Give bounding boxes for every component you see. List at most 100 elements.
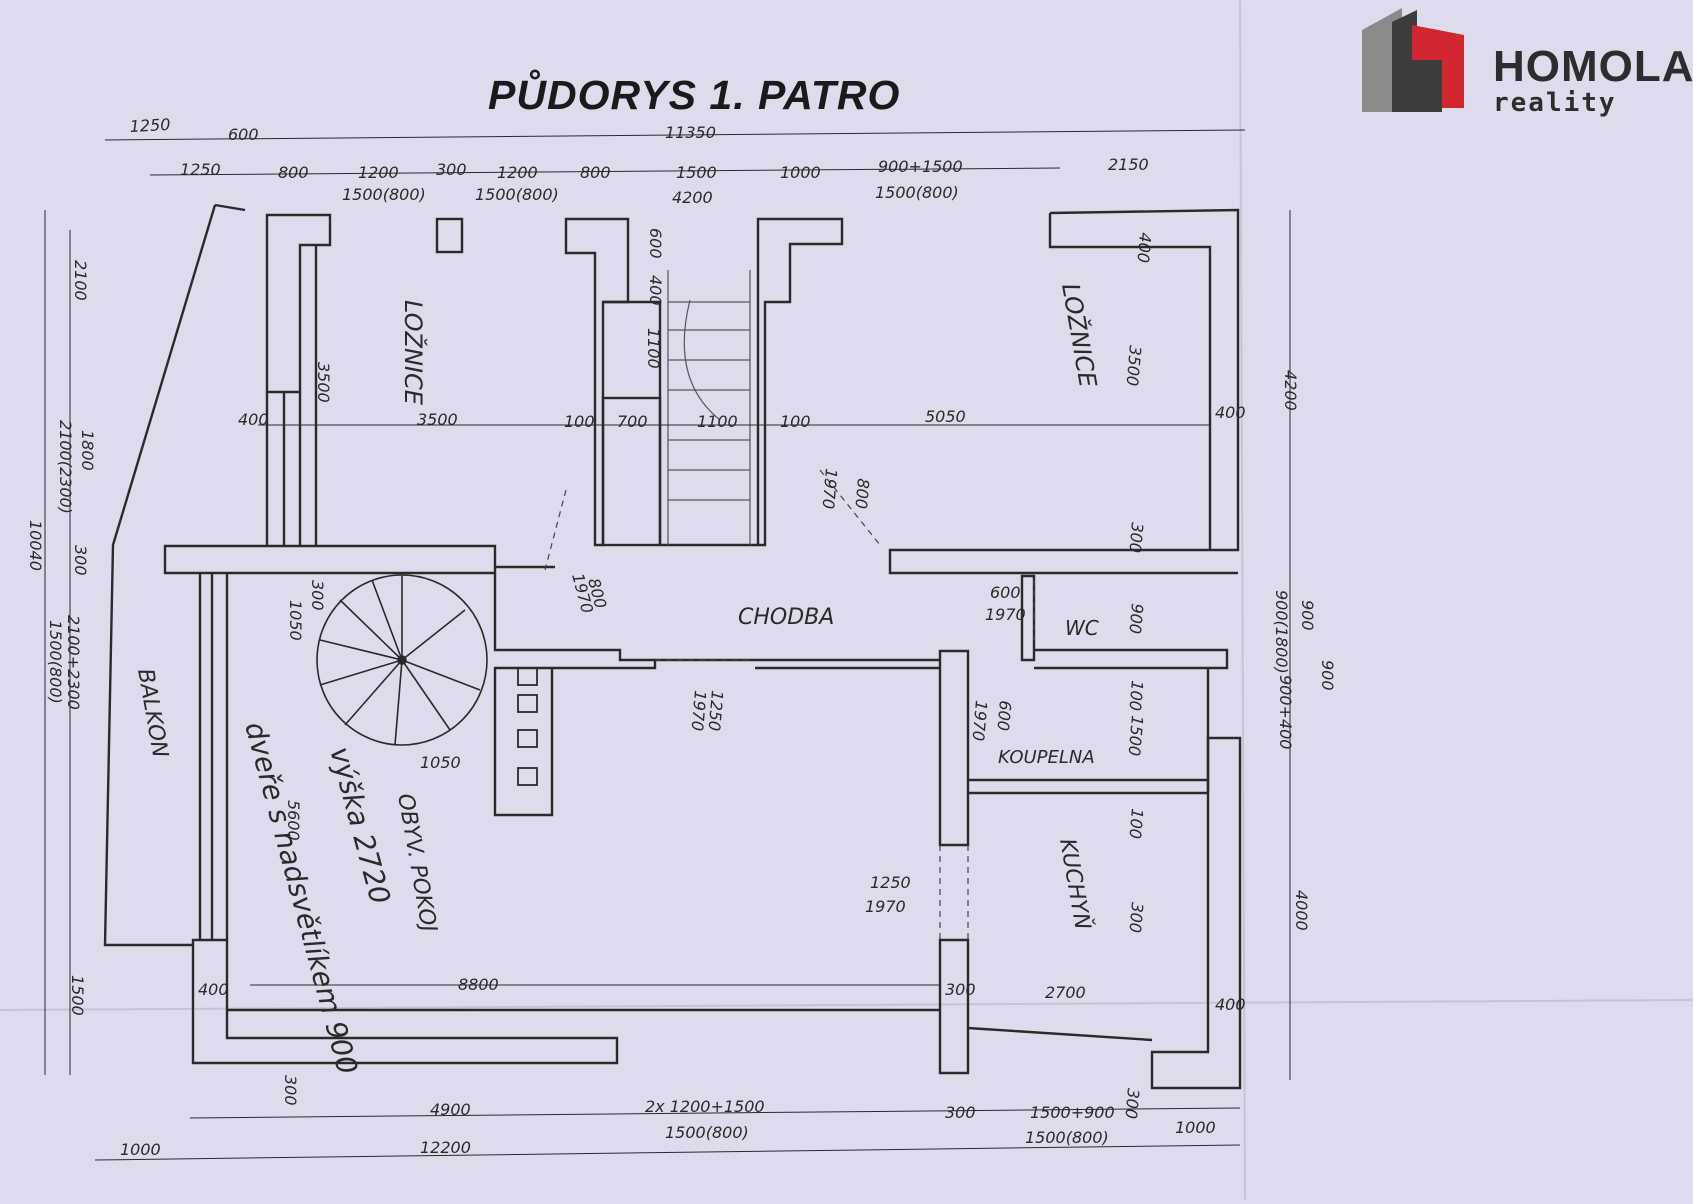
dim: 300	[281, 1075, 300, 1106]
dim: 1970	[968, 700, 990, 742]
room-label-bedroom-right: LOŽNICE	[1056, 281, 1103, 390]
dim: 1500(800)	[875, 183, 959, 202]
note-height: výška 2720	[323, 743, 397, 907]
dim: 1800	[78, 430, 97, 471]
dim: 400	[646, 275, 665, 306]
walls	[103, 203, 1242, 1090]
dim: 1250	[129, 115, 171, 136]
dim: 3500	[1122, 345, 1144, 387]
dim: 1970	[865, 897, 906, 916]
dim: 1500	[676, 163, 717, 182]
dim: 5050	[925, 407, 966, 426]
room-label-wc: WC	[1065, 616, 1099, 640]
straight-staircase	[667, 270, 751, 545]
dim: 1500(800)	[475, 185, 559, 204]
dimension-lines	[44, 129, 1291, 1161]
dim: 400	[1215, 995, 1246, 1014]
dim: 900+400	[1276, 675, 1295, 749]
dim: 2100+2300	[64, 615, 83, 710]
dim: 100	[780, 412, 811, 431]
dim: 1000	[1175, 1118, 1216, 1137]
room-label-kitchen: KUCHYŇ	[1054, 837, 1096, 932]
dim: 1500(800)	[665, 1123, 749, 1142]
dim: 100	[1125, 808, 1147, 840]
dim: 300	[1125, 902, 1147, 934]
dim: 2100(2300)	[56, 420, 75, 514]
dim: 600	[646, 228, 665, 259]
dim: 600	[990, 583, 1021, 602]
dim: 12200	[420, 1138, 471, 1157]
dim: 1500(800)	[342, 185, 426, 204]
dim: 300	[1125, 522, 1147, 554]
dim: 4900	[430, 1100, 471, 1119]
dim: 400	[238, 410, 269, 429]
room-labels: LOŽNICE LOŽNICE CHODBA WC KOUPELNA KUCHY…	[132, 281, 1103, 1078]
dim: 900	[1298, 600, 1317, 631]
dim: 900	[1125, 603, 1147, 635]
dim: 900(1800)	[1272, 590, 1291, 674]
dim: 100	[564, 412, 595, 431]
dim: 1200	[358, 163, 399, 182]
dim: 1970	[985, 605, 1026, 624]
dim: 300	[1121, 1088, 1143, 1120]
dim: 1500	[1124, 715, 1146, 757]
dim: 2x 1200+1500	[645, 1097, 765, 1116]
dim: 2700	[1045, 983, 1086, 1002]
spiral-staircase	[316, 574, 488, 746]
dim: 1250	[180, 160, 221, 179]
dim: 11350	[665, 123, 716, 142]
dim: 1100	[697, 412, 738, 431]
homola-logo-icon	[1362, 8, 1464, 112]
room-label-bedroom-left: LOŽNICE	[399, 300, 428, 406]
dim: 1500(800)	[46, 620, 65, 704]
dim: 300	[71, 545, 90, 576]
dim: 1250	[704, 690, 726, 732]
dim: 400	[1133, 232, 1155, 264]
dim: 1500	[68, 975, 87, 1016]
dim: 2100	[71, 260, 90, 301]
dim: 8800	[458, 975, 499, 994]
dim: 100	[1125, 680, 1147, 712]
room-label-bathroom: KOUPELNA	[998, 747, 1095, 768]
dim: 400	[198, 980, 229, 999]
dim: 300	[945, 980, 976, 999]
dim: 900+1500	[878, 157, 963, 176]
dim: 400	[1215, 403, 1246, 422]
dim: 4200	[672, 188, 713, 207]
dim: 3500	[314, 362, 333, 403]
dim: 800	[580, 163, 611, 182]
dim: 1050	[286, 600, 305, 641]
logo-sub: reality	[1493, 88, 1617, 118]
dim: 300	[945, 1103, 976, 1122]
dim: 1200	[497, 163, 538, 182]
page-title: PŮDORYS 1. PATRO	[488, 72, 901, 118]
dim: 3500	[417, 410, 458, 429]
dim: 5600	[284, 800, 303, 841]
dim: 1100	[644, 328, 663, 369]
dim: 1970	[818, 468, 840, 510]
dim: 1500(800)	[1025, 1128, 1109, 1147]
dim: 10040	[26, 520, 45, 571]
dim: 1250	[870, 873, 911, 892]
dim: 1050	[420, 753, 461, 772]
dimension-texts: 1250 600 11350 1250 800 1200 300 1200 80…	[26, 115, 1337, 1159]
dim: 700	[617, 412, 648, 431]
dim: 1970	[687, 690, 709, 732]
logo-name: HOMOLA	[1493, 42, 1693, 91]
room-label-living: OBYV. POKOJ	[392, 792, 441, 934]
dim: 300	[436, 160, 467, 179]
dim: 900	[1318, 660, 1337, 691]
dim: 800	[278, 163, 309, 182]
shelf-squares	[517, 667, 538, 786]
dim: 1000	[120, 1140, 161, 1159]
dim: 300	[308, 580, 327, 611]
dim: 600	[228, 125, 259, 144]
dim: 4000	[1292, 890, 1311, 931]
dim: 1500+900	[1030, 1103, 1115, 1122]
door-openings	[544, 469, 1035, 940]
dim: 800	[851, 478, 873, 510]
room-label-balcony: BALKON	[132, 667, 172, 760]
dim: 1000	[780, 163, 821, 182]
